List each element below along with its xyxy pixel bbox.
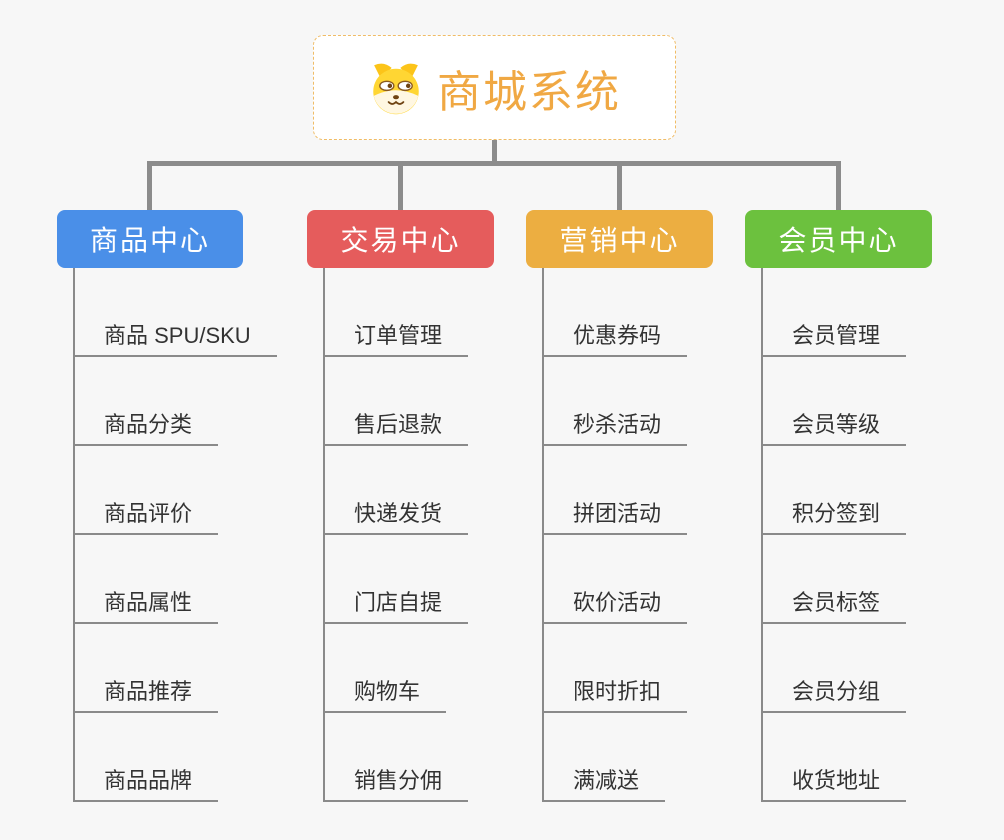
leaf-node-express-delivery[interactable]: 快递发货 bbox=[323, 497, 469, 535]
leaf-node-coupon-code[interactable]: 优惠券码 bbox=[542, 319, 688, 357]
dog-face-icon bbox=[373, 63, 419, 114]
leaf-node-member-level[interactable]: 会员等级 bbox=[761, 408, 907, 446]
connector-drop-1 bbox=[147, 163, 152, 210]
leaf-node-member-management[interactable]: 会员管理 bbox=[761, 319, 907, 357]
leaf-node-bargain-activity[interactable]: 砍价活动 bbox=[542, 586, 688, 624]
connector-drop-4 bbox=[836, 163, 841, 210]
leaf-node-limited-time-discount[interactable]: 限时折扣 bbox=[542, 675, 688, 713]
leaf-node-product-recommend[interactable]: 商品推荐 bbox=[73, 675, 219, 713]
leaf-node-store-pickup[interactable]: 门店自提 bbox=[323, 586, 469, 624]
connector-bus bbox=[147, 161, 841, 166]
leaf-node-flash-sale[interactable]: 秒杀活动 bbox=[542, 408, 688, 446]
leaf-node-order-management[interactable]: 订单管理 bbox=[323, 319, 469, 357]
leaf-node-product-category[interactable]: 商品分类 bbox=[73, 408, 219, 446]
leaf-node-member-group[interactable]: 会员分组 bbox=[761, 675, 907, 713]
leaf-node-group-buy[interactable]: 拼团活动 bbox=[542, 497, 688, 535]
branch-column-product: 商品 SPU/SKU 商品分类 商品评价 商品属性 商品推荐 商品品牌 bbox=[73, 268, 333, 803]
leaf-node-product-brand[interactable]: 商品品牌 bbox=[73, 764, 219, 802]
root-node-mall-system[interactable]: 商城系统 bbox=[313, 35, 676, 140]
branch-column-member: 会员管理 会员等级 积分签到 会员标签 会员分组 收货地址 bbox=[761, 268, 1004, 803]
branch-node-marketing-center[interactable]: 营销中心 bbox=[526, 210, 713, 268]
leaf-node-spend-and-save[interactable]: 满减送 bbox=[542, 764, 666, 802]
leaf-node-product-review[interactable]: 商品评价 bbox=[73, 497, 219, 535]
leaf-node-points-checkin[interactable]: 积分签到 bbox=[761, 497, 907, 535]
leaf-node-aftersale-refund[interactable]: 售后退款 bbox=[323, 408, 469, 446]
leaf-node-product-attribute[interactable]: 商品属性 bbox=[73, 586, 219, 624]
branch-column-marketing: 优惠券码 秒杀活动 拼团活动 砍价活动 限时折扣 满减送 bbox=[542, 268, 802, 803]
leaf-node-product-spu-sku[interactable]: 商品 SPU/SKU bbox=[73, 319, 277, 357]
connector-drop-2 bbox=[398, 163, 403, 210]
connector-drop-3 bbox=[617, 163, 622, 210]
root-title: 商城系统 bbox=[437, 67, 621, 117]
branch-column-trade: 订单管理 售后退款 快递发货 门店自提 购物车 销售分佣 bbox=[323, 268, 583, 803]
leaf-node-member-tag[interactable]: 会员标签 bbox=[761, 586, 907, 624]
leaf-node-shipping-address[interactable]: 收货地址 bbox=[761, 764, 907, 802]
leaf-node-sales-commission[interactable]: 销售分佣 bbox=[323, 764, 469, 802]
connector-root-stem bbox=[492, 140, 497, 164]
branch-node-product-center[interactable]: 商品中心 bbox=[57, 210, 243, 268]
branch-node-trade-center[interactable]: 交易中心 bbox=[307, 210, 494, 268]
branch-node-member-center[interactable]: 会员中心 bbox=[745, 210, 932, 268]
leaf-node-shopping-cart[interactable]: 购物车 bbox=[323, 675, 447, 713]
